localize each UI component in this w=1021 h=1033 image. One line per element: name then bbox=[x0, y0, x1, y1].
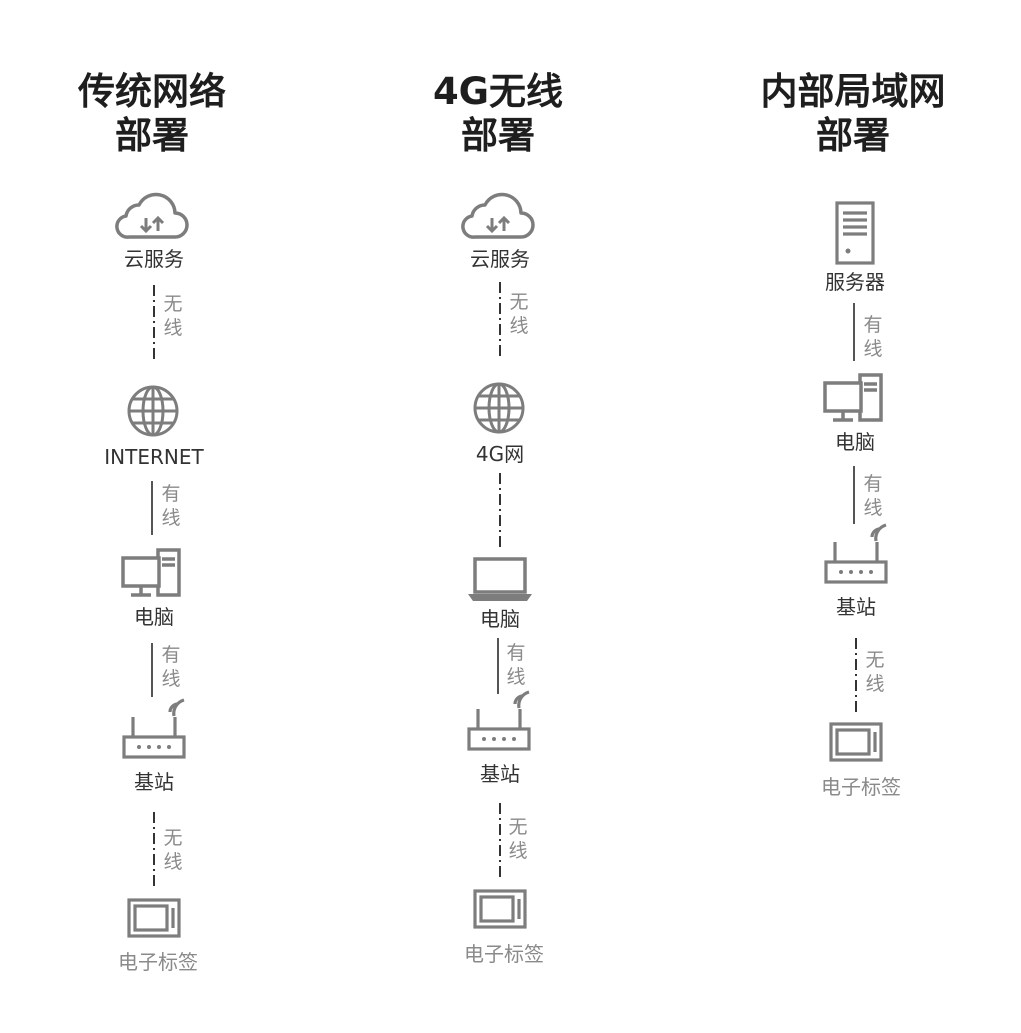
connection-line bbox=[497, 638, 499, 694]
connection-label: 有线 bbox=[863, 314, 883, 360]
connection-label: 无线 bbox=[509, 291, 529, 337]
node-label: 电子标签 bbox=[118, 950, 198, 974]
connection-label: 无线 bbox=[865, 649, 885, 695]
connection-line bbox=[855, 638, 857, 714]
node-label: 云服务 bbox=[470, 247, 530, 271]
connection-line bbox=[499, 803, 501, 878]
desktop-computer-icon bbox=[121, 548, 183, 600]
title-line-1: 内部局域网 bbox=[760, 70, 946, 113]
globe-icon bbox=[126, 384, 180, 438]
router-icon bbox=[467, 689, 535, 753]
connection-line bbox=[153, 285, 155, 360]
connection-line bbox=[151, 643, 153, 697]
node-label: 电子标签 bbox=[821, 775, 901, 799]
node-label: 电子标签 bbox=[464, 942, 544, 966]
connection-line bbox=[151, 481, 153, 535]
laptop-icon bbox=[467, 557, 533, 603]
title-line-2: 部署 bbox=[115, 114, 189, 157]
cloud-icon bbox=[115, 190, 189, 242]
connection-line bbox=[153, 812, 155, 887]
node-label: 基站 bbox=[134, 770, 174, 794]
node-label: 云服务 bbox=[124, 247, 184, 271]
desktop-computer-icon bbox=[823, 373, 885, 425]
connection-label: 有线 bbox=[863, 473, 883, 519]
connection-line bbox=[499, 282, 501, 357]
connection-line bbox=[853, 303, 855, 361]
connection-line bbox=[499, 473, 501, 548]
node-label: 基站 bbox=[480, 762, 520, 786]
connection-label: 有线 bbox=[506, 642, 526, 688]
router-icon bbox=[824, 522, 892, 586]
electronic-label-icon bbox=[829, 722, 883, 762]
title-line-1: 传统网络 bbox=[78, 70, 226, 113]
node-label: 4G网 bbox=[475, 442, 525, 466]
connection-label: 有线 bbox=[161, 483, 181, 529]
column-title: 传统网络 部署 bbox=[52, 70, 252, 158]
node-label: 基站 bbox=[836, 595, 876, 619]
node-label: INTERNET bbox=[104, 445, 204, 469]
server-icon bbox=[835, 201, 875, 265]
router-icon bbox=[122, 697, 190, 761]
title-line-1: 4G无线 bbox=[432, 70, 564, 113]
column-title: 4G无线 部署 bbox=[398, 70, 598, 158]
electronic-label-icon bbox=[127, 898, 181, 938]
column-title: 内部局域网 部署 bbox=[733, 70, 973, 158]
title-line-2: 部署 bbox=[461, 114, 535, 157]
connection-line bbox=[853, 466, 855, 524]
electronic-label-icon bbox=[473, 889, 527, 929]
connection-label: 无线 bbox=[508, 816, 528, 862]
title-line-2: 部署 bbox=[816, 114, 890, 157]
node-label: 电脑 bbox=[835, 430, 875, 454]
cloud-icon bbox=[461, 190, 535, 242]
connection-label: 无线 bbox=[163, 293, 183, 339]
node-label: 电脑 bbox=[480, 607, 520, 631]
globe-icon bbox=[472, 381, 526, 435]
node-label: 服务器 bbox=[825, 270, 885, 294]
connection-label: 无线 bbox=[163, 827, 183, 873]
node-label: 电脑 bbox=[134, 605, 174, 629]
connection-label: 有线 bbox=[161, 644, 181, 690]
